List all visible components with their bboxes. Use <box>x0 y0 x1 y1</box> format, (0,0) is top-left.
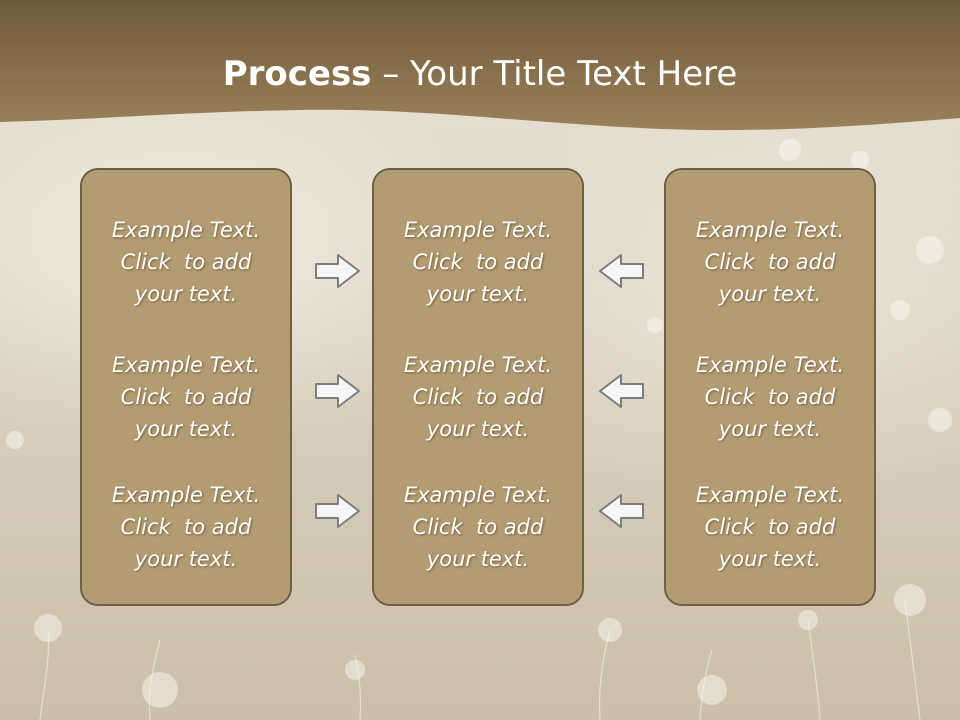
arrow-left-icon <box>599 254 644 288</box>
text-line: Click to add <box>704 250 836 274</box>
text-line: Example Text. <box>695 353 845 377</box>
text-line: Example Text. <box>111 483 261 507</box>
text-line: Example Text. <box>111 218 261 242</box>
text-line: your text. <box>426 282 530 306</box>
arrow-right-icon <box>315 374 360 408</box>
process-box-center[interactable]: Example Text. Click to add your text. Ex… <box>372 168 584 606</box>
text-line: your text. <box>426 547 530 571</box>
text-block[interactable]: Example Text. Click to add your text. <box>82 214 290 310</box>
text-line: Example Text. <box>111 353 261 377</box>
text-line: Click to add <box>412 515 544 539</box>
text-line: Click to add <box>412 385 544 409</box>
text-line: Click to add <box>120 250 252 274</box>
text-line: Example Text. <box>403 483 553 507</box>
text-line: Example Text. <box>403 353 553 377</box>
title-rest-text: – Your Title Text Here <box>371 54 738 94</box>
process-box-left[interactable]: Example Text. Click to add your text. Ex… <box>80 168 292 606</box>
text-line: your text. <box>134 547 238 571</box>
text-line: your text. <box>426 417 530 441</box>
text-line: your text. <box>718 282 822 306</box>
text-line: Example Text. <box>695 483 845 507</box>
title-banner <box>0 0 960 131</box>
text-block[interactable]: Example Text. Click to add your text. <box>666 349 874 445</box>
text-line: Example Text. <box>403 218 553 242</box>
process-box-right[interactable]: Example Text. Click to add your text. Ex… <box>664 168 876 606</box>
arrow-right-icon <box>315 494 360 528</box>
text-block[interactable]: Example Text. Click to add your text. <box>82 349 290 445</box>
arrow-right-icon <box>315 254 360 288</box>
title-bold-text: Process <box>222 54 372 94</box>
text-block[interactable]: Example Text. Click to add your text. <box>374 349 582 445</box>
text-line: Example Text. <box>695 218 845 242</box>
text-block[interactable]: Example Text. Click to add your text. <box>82 479 290 575</box>
arrow-left-icon <box>599 374 644 408</box>
text-block[interactable]: Example Text. Click to add your text. <box>374 214 582 310</box>
text-block[interactable]: Example Text. Click to add your text. <box>374 479 582 575</box>
text-line: your text. <box>134 282 238 306</box>
text-line: Click to add <box>704 385 836 409</box>
text-block[interactable]: Example Text. Click to add your text. <box>666 214 874 310</box>
text-line: Click to add <box>120 515 252 539</box>
text-line: Click to add <box>412 250 544 274</box>
text-line: your text. <box>134 417 238 441</box>
text-line: your text. <box>718 547 822 571</box>
text-line: Click to add <box>120 385 252 409</box>
arrow-left-icon <box>599 494 644 528</box>
page-title[interactable]: Process – Your Title Text Here <box>0 52 960 96</box>
text-block[interactable]: Example Text. Click to add your text. <box>666 479 874 575</box>
text-line: Click to add <box>704 515 836 539</box>
text-line: your text. <box>718 417 822 441</box>
